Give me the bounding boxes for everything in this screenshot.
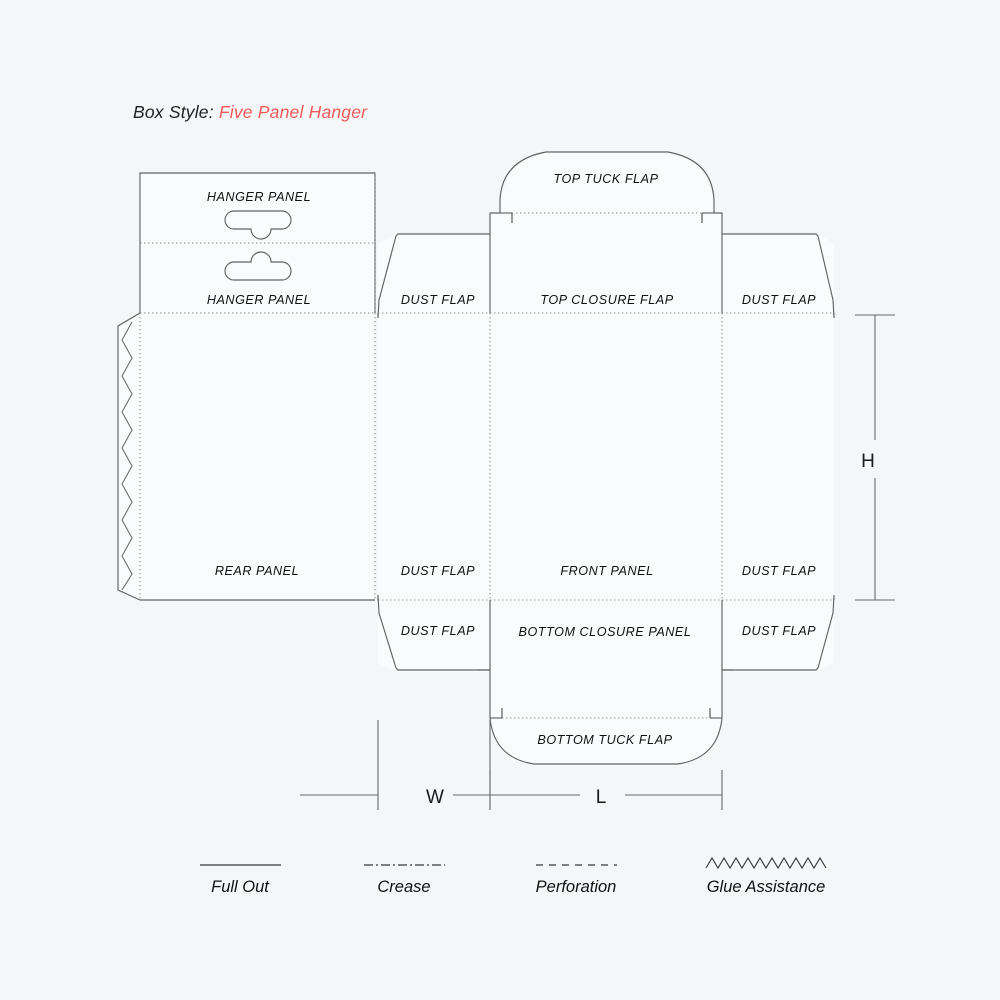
label-dust-flap-left-middle: DUST FLAP (401, 564, 475, 578)
dimension-label-l: L (596, 787, 607, 808)
bottom-closure-panel-group: BOTTOM CLOSURE PANEL (478, 600, 734, 718)
legend-label-crease: Crease (377, 878, 430, 896)
glue-tab (117, 312, 141, 601)
box-style-label: Box Style: (133, 102, 214, 122)
top-tuck-flap-group: TOP TUCK FLAP (499, 151, 715, 223)
legend-item-perforation: Perforation (536, 864, 617, 896)
box-style-heading: Box Style: Five Panel Hanger (133, 102, 367, 123)
hang-hole-top (224, 210, 292, 240)
label-rear-panel: REAR PANEL (215, 564, 299, 578)
legend-item-full-out: Full Out (200, 864, 281, 896)
label-hanger-panel-top: HANGER PANEL (207, 190, 311, 204)
label-hanger-panel-bottom: HANGER PANEL (207, 293, 311, 307)
label-dust-flap-top-left: DUST FLAP (401, 293, 475, 307)
label-dust-flap-bottom-right: DUST FLAP (742, 624, 816, 638)
dimension-width: W (300, 720, 491, 810)
label-dust-flap-bottom-left: DUST FLAP (401, 624, 475, 638)
dimension-label-h: H (861, 451, 875, 472)
label-front-panel: FRONT PANEL (560, 564, 653, 578)
label-dust-flap-top-right: DUST FLAP (742, 293, 816, 307)
label-top-closure-flap: TOP CLOSURE FLAP (540, 293, 673, 307)
dimension-height: H (855, 314, 895, 601)
label-dust-flap-right-middle: DUST FLAP (742, 564, 816, 578)
legend-label-full-out: Full Out (211, 878, 270, 896)
label-bottom-closure-panel: BOTTOM CLOSURE PANEL (519, 625, 692, 639)
hanger-panel-group: HANGER PANEL HANGER PANEL (139, 172, 376, 314)
label-bottom-tuck-flap: BOTTOM TUCK FLAP (537, 733, 672, 747)
legend-label-glue-assistance: Glue Assistance (707, 878, 826, 896)
legend-label-perforation: Perforation (536, 878, 617, 896)
rear-panel-group: REAR PANEL (140, 313, 376, 601)
dust-flap-bottom-left-group: DUST FLAP (377, 594, 491, 671)
legend-item-glue-assistance: Glue Assistance (705, 856, 827, 896)
label-top-tuck-flap: TOP TUCK FLAP (553, 172, 658, 186)
front-panel-group: FRONT PANEL (378, 313, 834, 601)
top-closure-flap-group: TOP CLOSURE FLAP (489, 212, 723, 314)
box-style-value: Five Panel Hanger (218, 102, 368, 122)
dimension-length: L (489, 770, 723, 810)
panel-fills (118, 152, 834, 766)
bottom-tuck-flap-group: BOTTOM TUCK FLAP (489, 708, 723, 765)
legend: Full Out Crease Perforation Glue Assista… (200, 856, 827, 896)
legend-item-crease: Crease (364, 864, 445, 896)
hang-hole-bottom (224, 251, 292, 281)
dust-flap-bottom-right-group: DUST FLAP (721, 594, 835, 671)
dimension-label-w: W (426, 787, 444, 808)
